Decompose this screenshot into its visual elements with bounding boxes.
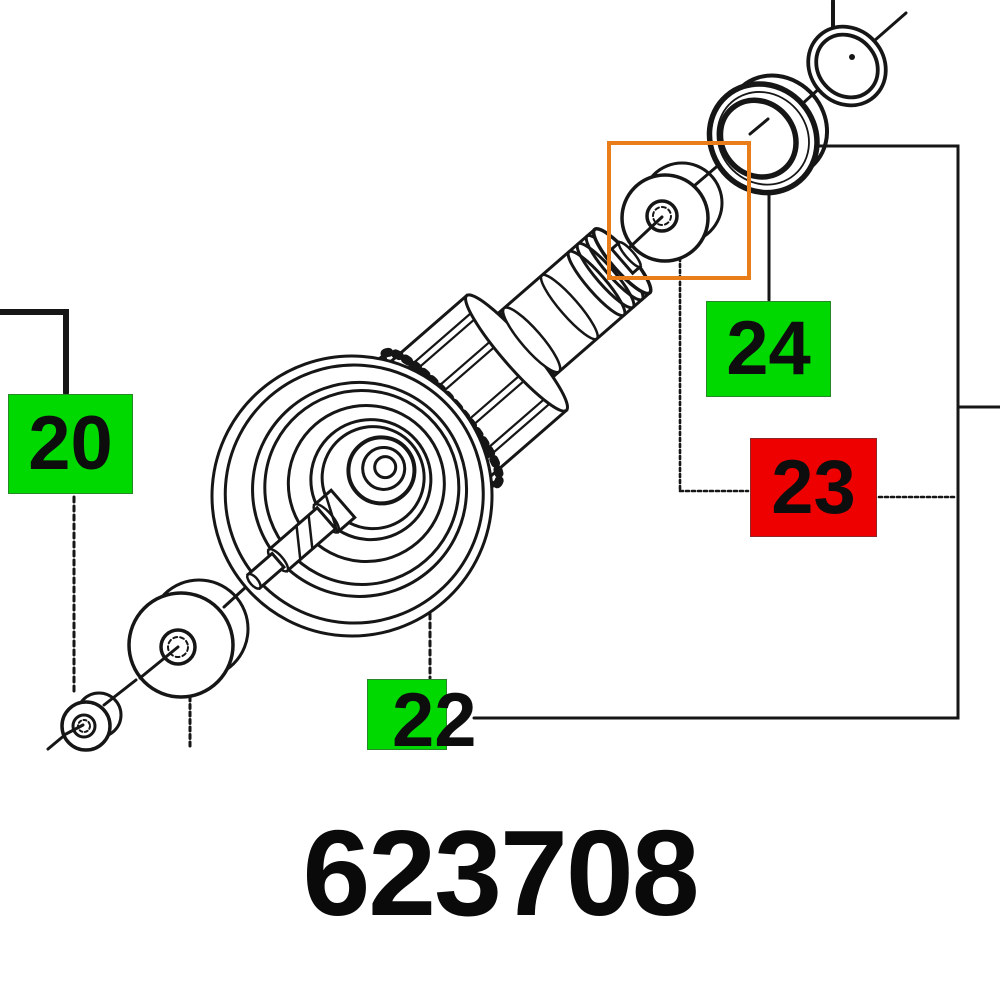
callout-24[interactable]: 24 (706, 301, 831, 397)
callout-leader-20 (0, 309, 76, 696)
shaft (245, 488, 357, 591)
ball-bearing-highlighted[interactable] (620, 161, 724, 263)
callout-22[interactable]: 22 (367, 679, 477, 758)
bracket-lines (472, 144, 1000, 720)
callout-leader-23 (678, 256, 959, 499)
circlip (806, 24, 888, 108)
callout-23-label: 23 (771, 444, 856, 530)
armature (210, 227, 653, 638)
callout-20[interactable]: 20 (8, 394, 133, 494)
nut (60, 691, 123, 752)
callout-22-label: 22 (392, 677, 477, 763)
commutator (497, 227, 653, 378)
callout-23[interactable]: 23 (750, 438, 877, 537)
callout-24-label: 24 (726, 306, 811, 391)
highlight-box[interactable] (607, 141, 751, 280)
bearing-cover-ring (706, 73, 830, 196)
bearing-small (127, 578, 250, 699)
part-number: 623708 (302, 805, 699, 941)
callout-20-label: 20 (28, 401, 113, 486)
